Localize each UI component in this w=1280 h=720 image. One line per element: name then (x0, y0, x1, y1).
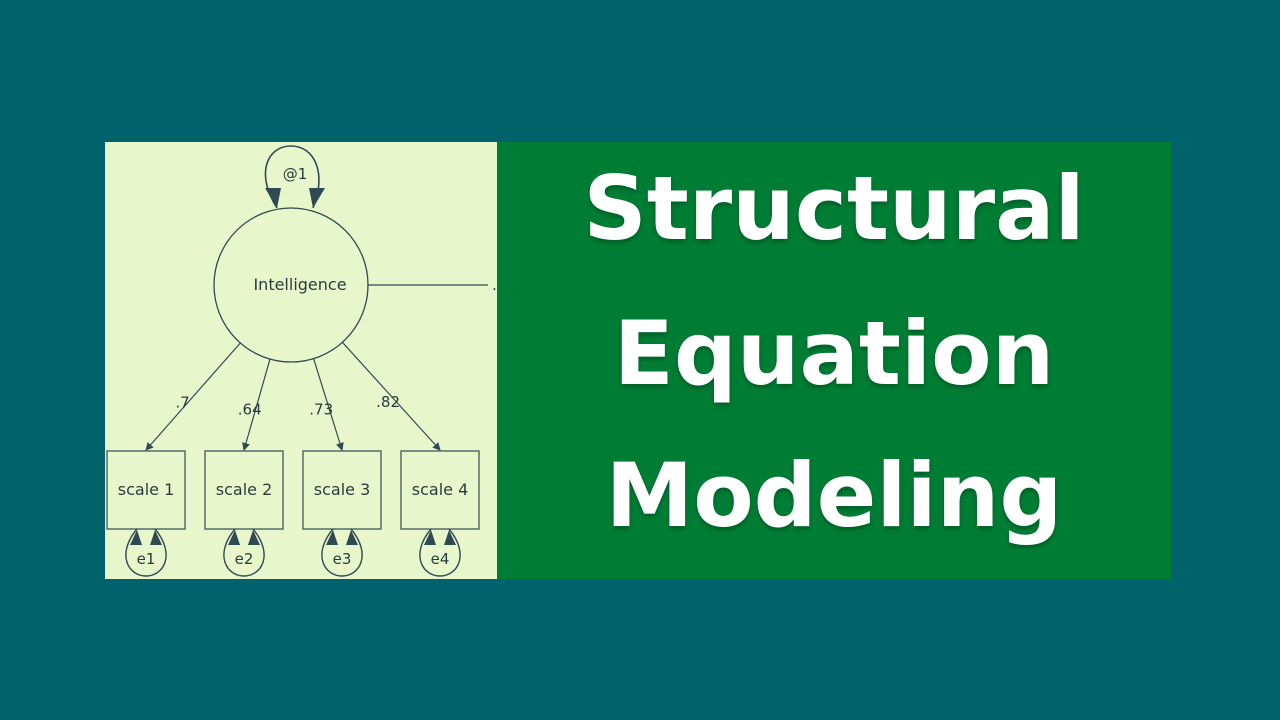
indicator-group: .7 scale 1 e1 .64 scale 2 e2 .73 scale 3 e3 .82 sc… (106, 341, 480, 577)
error-arrowhead-left-3 (326, 530, 338, 545)
loading-path-2 (242, 358, 271, 451)
title-line-equation: Equation (613, 302, 1055, 405)
error-arrowhead-right-2 (248, 530, 260, 545)
thumbnail-card: @1 Intelligence . .7 scale 1 e1 .64 scale 2 e… (105, 142, 1171, 579)
indicator-box-4 (400, 450, 480, 530)
loading-label-1: .7 (175, 393, 189, 411)
title-line-modeling: Modeling (605, 444, 1063, 547)
loading-label-3: .73 (309, 400, 333, 418)
sem-diagram-panel: @1 Intelligence . .7 scale 1 e1 .64 scale 2 e… (105, 142, 497, 579)
indicator-label-1: scale 1 (118, 480, 175, 499)
error-label-4: e4 (431, 550, 450, 568)
indicator-label-4: scale 4 (412, 480, 469, 499)
error-label-1: e1 (137, 550, 156, 568)
variance-arrowhead-right (309, 188, 325, 208)
loading-label-2: .64 (238, 401, 262, 419)
error-arrowhead-left-2 (228, 530, 240, 545)
error-label-3: e3 (333, 550, 352, 568)
indicator-label-2: scale 2 (216, 480, 273, 499)
error-arrowhead-right-3 (346, 530, 358, 545)
variance-arrowhead-left (265, 188, 281, 208)
error-loop-3 (321, 528, 363, 577)
indicator-box-1 (106, 450, 186, 530)
error-label-2: e2 (235, 550, 254, 568)
error-arrowhead-right-4 (444, 530, 456, 545)
error-loop-1 (125, 528, 167, 577)
sem-path-diagram: @1 Intelligence . .7 scale 1 e1 .64 scale 2 e… (106, 145, 497, 577)
indicator-box-3 (302, 450, 382, 530)
loading-path-1 (145, 342, 241, 451)
error-loop-4 (419, 528, 461, 577)
side-path-label: . (492, 276, 497, 294)
indicator-box-2 (204, 450, 284, 530)
indicator-label-3: scale 3 (314, 480, 371, 499)
error-arrowhead-left-4 (424, 530, 436, 545)
error-arrowhead-right-1 (150, 530, 162, 545)
title-line-structural: Structural (583, 157, 1085, 260)
error-arrowhead-left-1 (130, 530, 142, 545)
latent-variable-label: Intelligence (253, 275, 346, 294)
loading-path-4 (341, 341, 441, 451)
error-loop-2 (223, 528, 265, 577)
latent-variance-loop (264, 145, 320, 209)
loading-path-3 (313, 358, 344, 451)
loading-label-4: .82 (376, 393, 400, 411)
latent-variance-label: @1 (283, 165, 308, 183)
title-panel: Structural Equation Modeling (497, 142, 1171, 579)
